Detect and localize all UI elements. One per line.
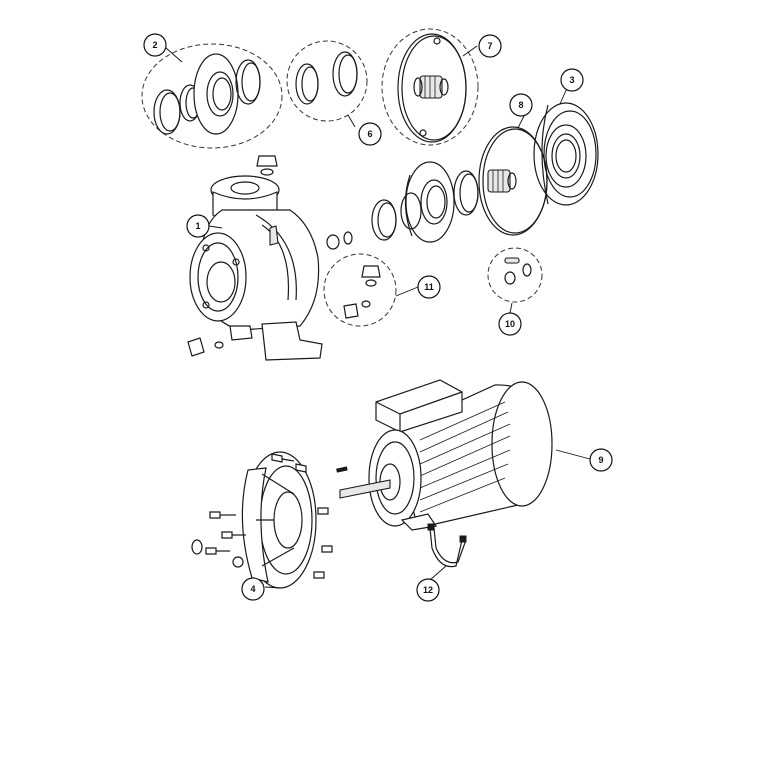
part-1-pump-casing [187, 155, 323, 361]
callout-2: 2 [143, 33, 167, 57]
part-4-motor-bracket [191, 451, 333, 589]
callout-label: 8 [518, 100, 523, 110]
callout-label: 1 [195, 221, 200, 231]
callout-label: 10 [505, 319, 515, 329]
callout-label: 2 [152, 40, 157, 50]
part-12-cable [427, 523, 467, 568]
part-group-7-mechanical-seal [381, 28, 479, 146]
callout-11: 11 [417, 275, 441, 299]
part-3-seal-cover [533, 102, 599, 206]
callout-3: 3 [560, 68, 584, 92]
part-8-o-ring [478, 126, 548, 236]
callout-6: 6 [358, 122, 382, 146]
callout-10: 10 [498, 312, 522, 336]
callout-label: 3 [569, 75, 574, 85]
part-group-10-key-set [487, 247, 543, 303]
callout-1: 1 [186, 214, 210, 238]
callout-label: 11 [424, 282, 434, 292]
callout-12: 12 [416, 578, 440, 602]
callout-label: 4 [250, 584, 255, 594]
part-9-electric-motor [336, 379, 553, 531]
motor-cooling-fins [419, 401, 511, 513]
part-group-2-wear-rings [141, 43, 283, 149]
callout-label: 9 [598, 455, 603, 465]
callout-4: 4 [241, 577, 265, 601]
callout-9: 9 [589, 448, 613, 472]
leader-lines [165, 45, 591, 589]
part-group-6-wear-rings [286, 40, 368, 122]
callout-7: 7 [478, 34, 502, 58]
bracket-bolts [191, 453, 333, 579]
callout-label: 7 [487, 41, 492, 51]
callout-label: 12 [423, 585, 433, 595]
part-impeller-assembly [326, 161, 479, 250]
part-group-11-plugs [323, 253, 397, 327]
callout-8: 8 [509, 93, 533, 117]
callout-label: 6 [367, 129, 372, 139]
